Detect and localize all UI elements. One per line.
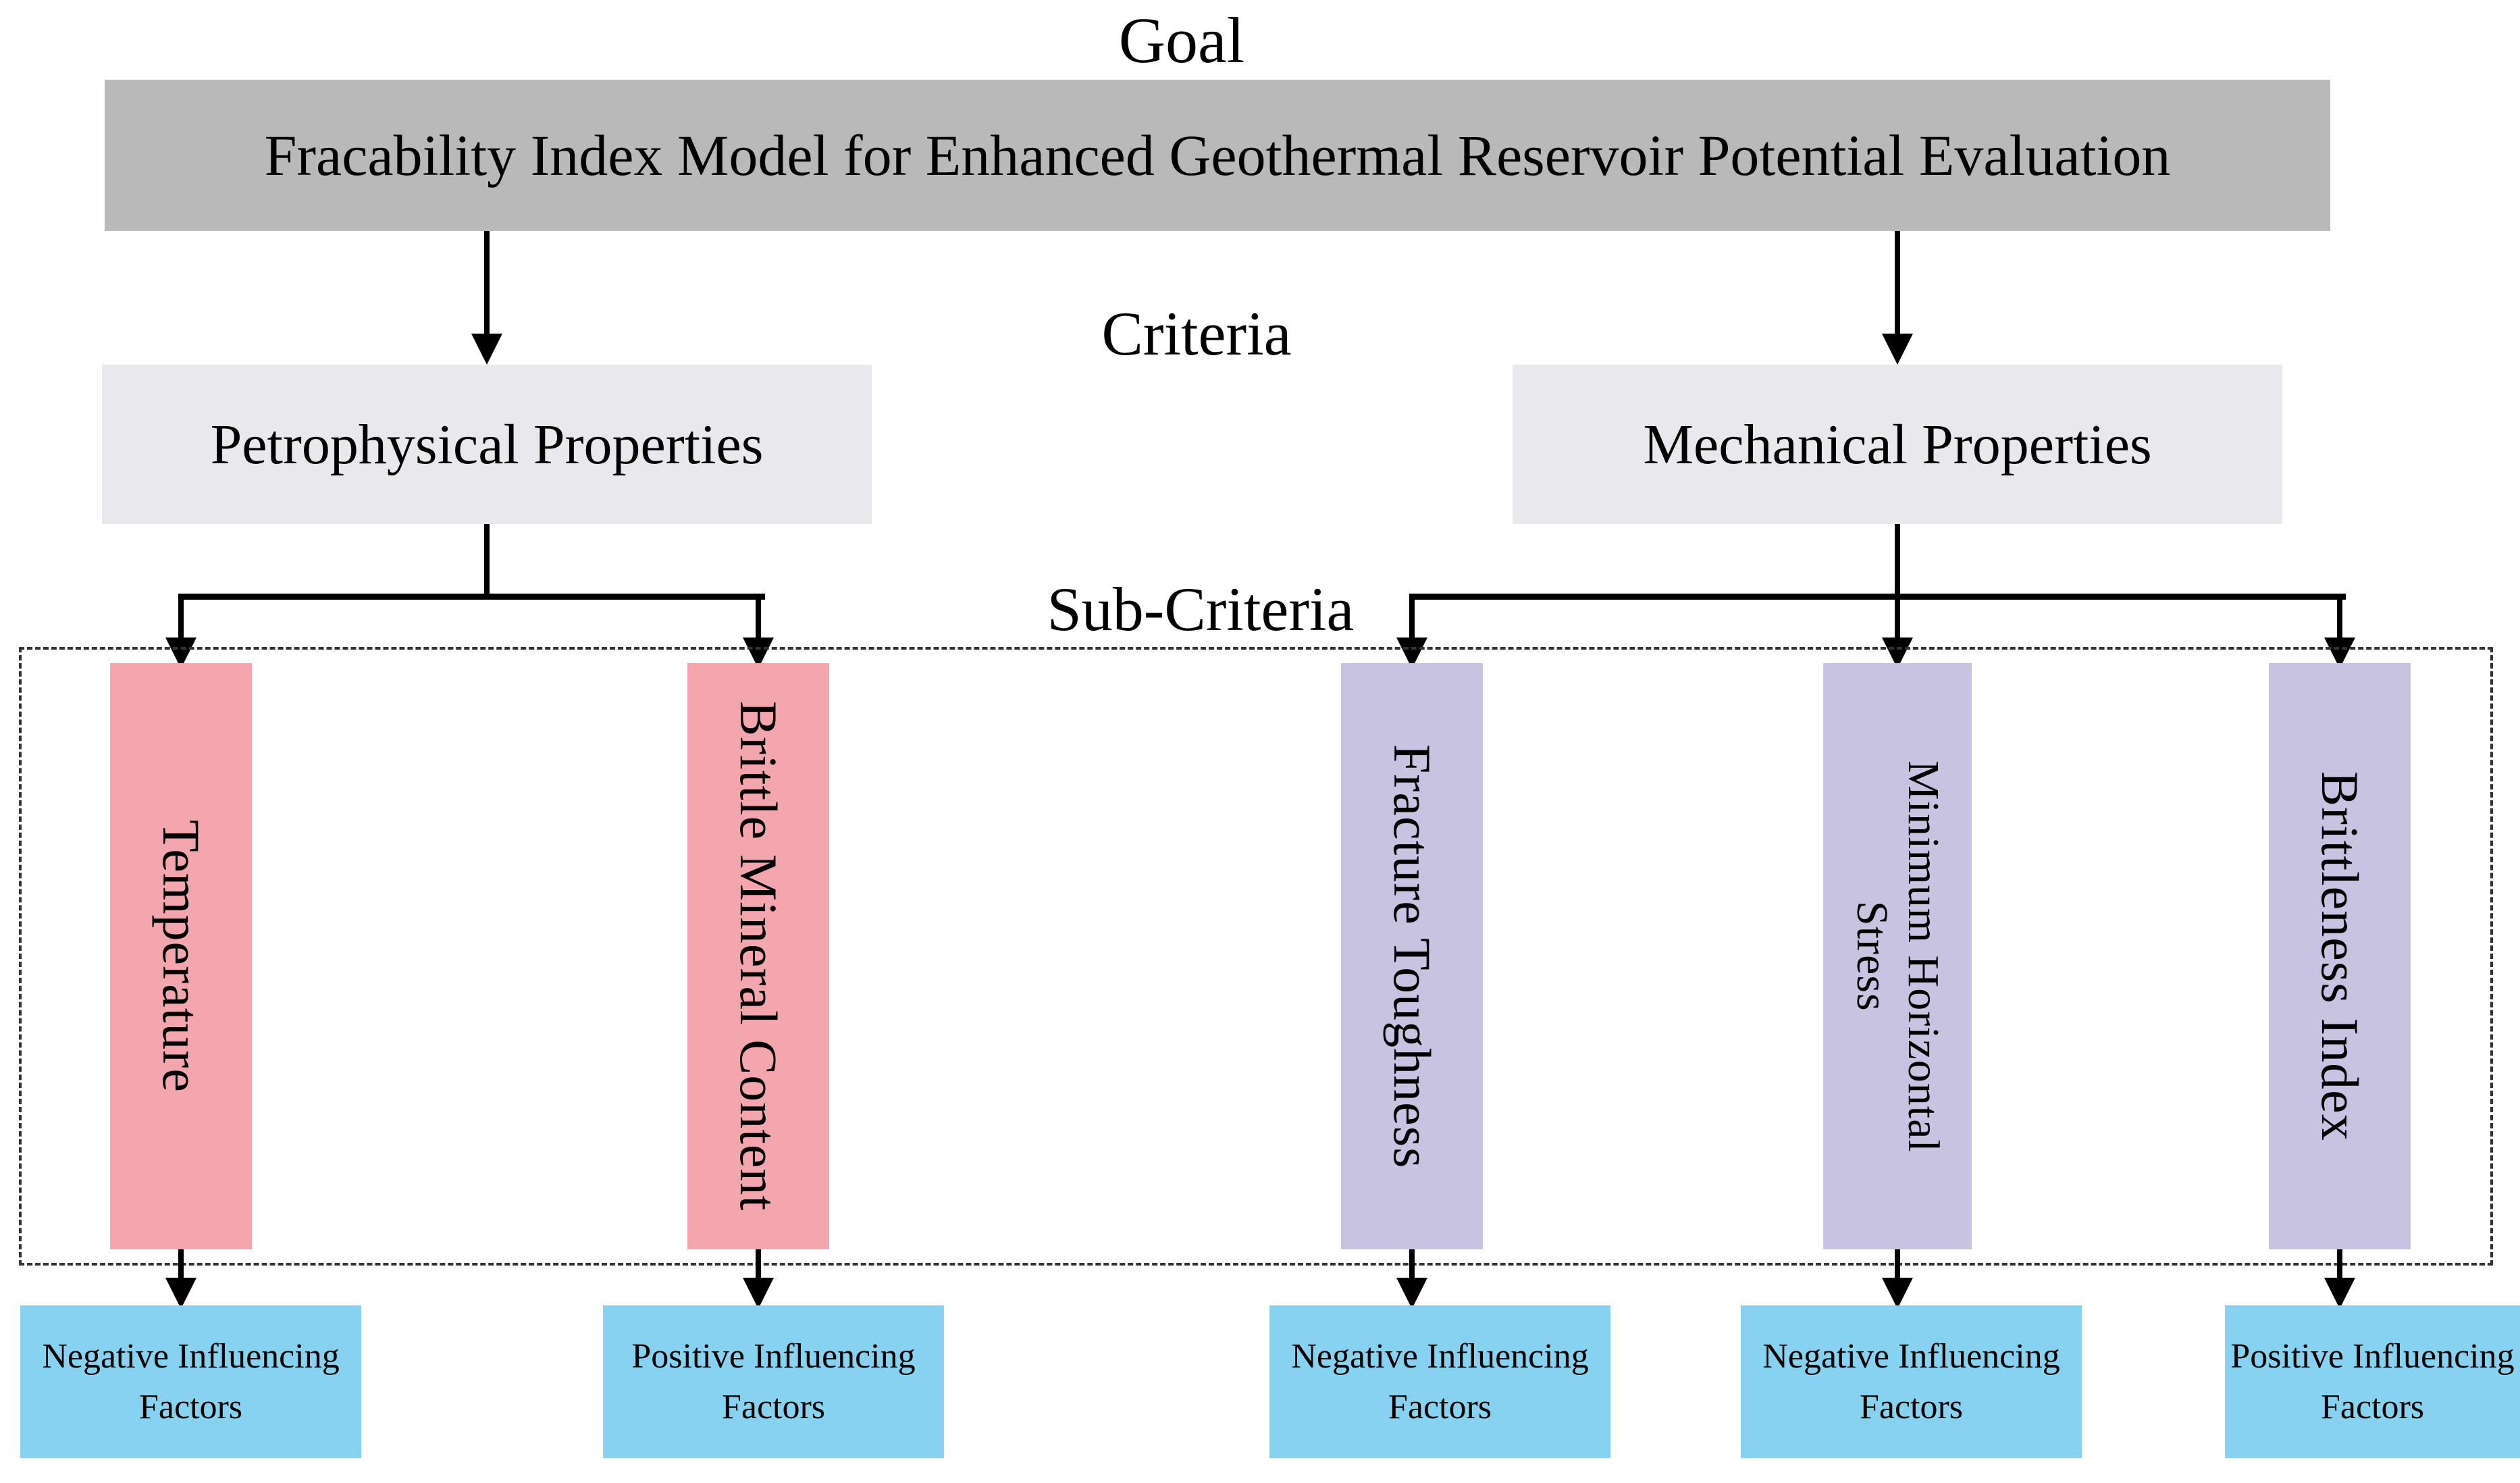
factor-box-fracture-toughness: Negative Influencing Factors bbox=[1269, 1305, 1610, 1458]
arrow-brittleness-index-to-factor bbox=[2323, 1249, 2357, 1309]
arrow-brittle-mineral-to-factor bbox=[741, 1249, 775, 1309]
arrow-min-horizontal-stress-to-factor bbox=[1881, 1249, 1914, 1309]
arrow-temperature-to-factor bbox=[164, 1249, 198, 1309]
factor-label: Negative Influencing Factors bbox=[42, 1336, 340, 1426]
sub-criteria-label-temperature: Temperature bbox=[151, 820, 211, 1093]
goal-title: Fracability Index Model for Enhanced Geo… bbox=[264, 123, 2171, 188]
sub-criteria-bar-minimum-horizontal-stress: Minimum Horizontal Stress bbox=[1823, 663, 1972, 1249]
sub-criteria-label-minimum-horizontal-stress: Minimum Horizontal Stress bbox=[1847, 760, 1948, 1153]
factor-box-temperature: Negative Influencing Factors bbox=[20, 1305, 361, 1458]
criteria-box-petrophysical: Petrophysical Properties bbox=[102, 365, 872, 524]
arrow-goal-to-petrophysical bbox=[470, 231, 504, 365]
level-label-criteria: Criteria bbox=[1101, 299, 1292, 368]
sub-criteria-bar-temperature: Temperature bbox=[110, 663, 252, 1249]
connector-stem-mechanical bbox=[1895, 524, 1900, 598]
sub-criteria-label-brittle-mineral-content: Brittle Mineral Content bbox=[729, 701, 788, 1212]
level-label-sub-criteria: Sub-Criteria bbox=[1047, 575, 1355, 644]
sub-criteria-label-brittleness-index: Brittleness Index bbox=[2310, 771, 2369, 1141]
factor-label: Positive Influencing Factors bbox=[2230, 1336, 2515, 1426]
factor-label: Positive Influencing Factors bbox=[631, 1336, 916, 1426]
factor-label: Negative Influencing Factors bbox=[1762, 1336, 2060, 1426]
factor-box-minimum-horizontal-stress: Negative Influencing Factors bbox=[1741, 1305, 2082, 1458]
factor-label: Negative Influencing Factors bbox=[1291, 1336, 1589, 1426]
arrow-fracture-toughness-to-factor bbox=[1395, 1249, 1429, 1309]
criteria-label-petrophysical: Petrophysical Properties bbox=[210, 413, 764, 476]
factor-box-brittle-mineral-content: Positive Influencing Factors bbox=[603, 1305, 944, 1458]
sub-criteria-bar-brittle-mineral-content: Brittle Mineral Content bbox=[687, 663, 829, 1249]
connector-stem-petrophysical bbox=[484, 524, 490, 598]
sub-criteria-label-fracture-toughness: Fracture Toughness bbox=[1382, 744, 1442, 1169]
connector-bar-mechanical bbox=[1409, 594, 2346, 600]
connector-bar-petrophysical bbox=[180, 594, 765, 600]
criteria-box-mechanical: Mechanical Properties bbox=[1513, 365, 2282, 524]
sub-criteria-bar-brittleness-index: Brittleness Index bbox=[2269, 663, 2411, 1249]
arrow-goal-to-mechanical bbox=[1881, 231, 1914, 365]
criteria-label-mechanical: Mechanical Properties bbox=[1643, 413, 2152, 476]
sub-criteria-region bbox=[19, 647, 2493, 1266]
goal-box: Fracability Index Model for Enhanced Geo… bbox=[105, 80, 2330, 231]
factor-box-brittleness-index: Positive Influencing Factors bbox=[2225, 1305, 2520, 1458]
level-label-goal: Goal bbox=[1118, 4, 1245, 76]
sub-criteria-bar-fracture-toughness: Fracture Toughness bbox=[1341, 663, 1483, 1249]
